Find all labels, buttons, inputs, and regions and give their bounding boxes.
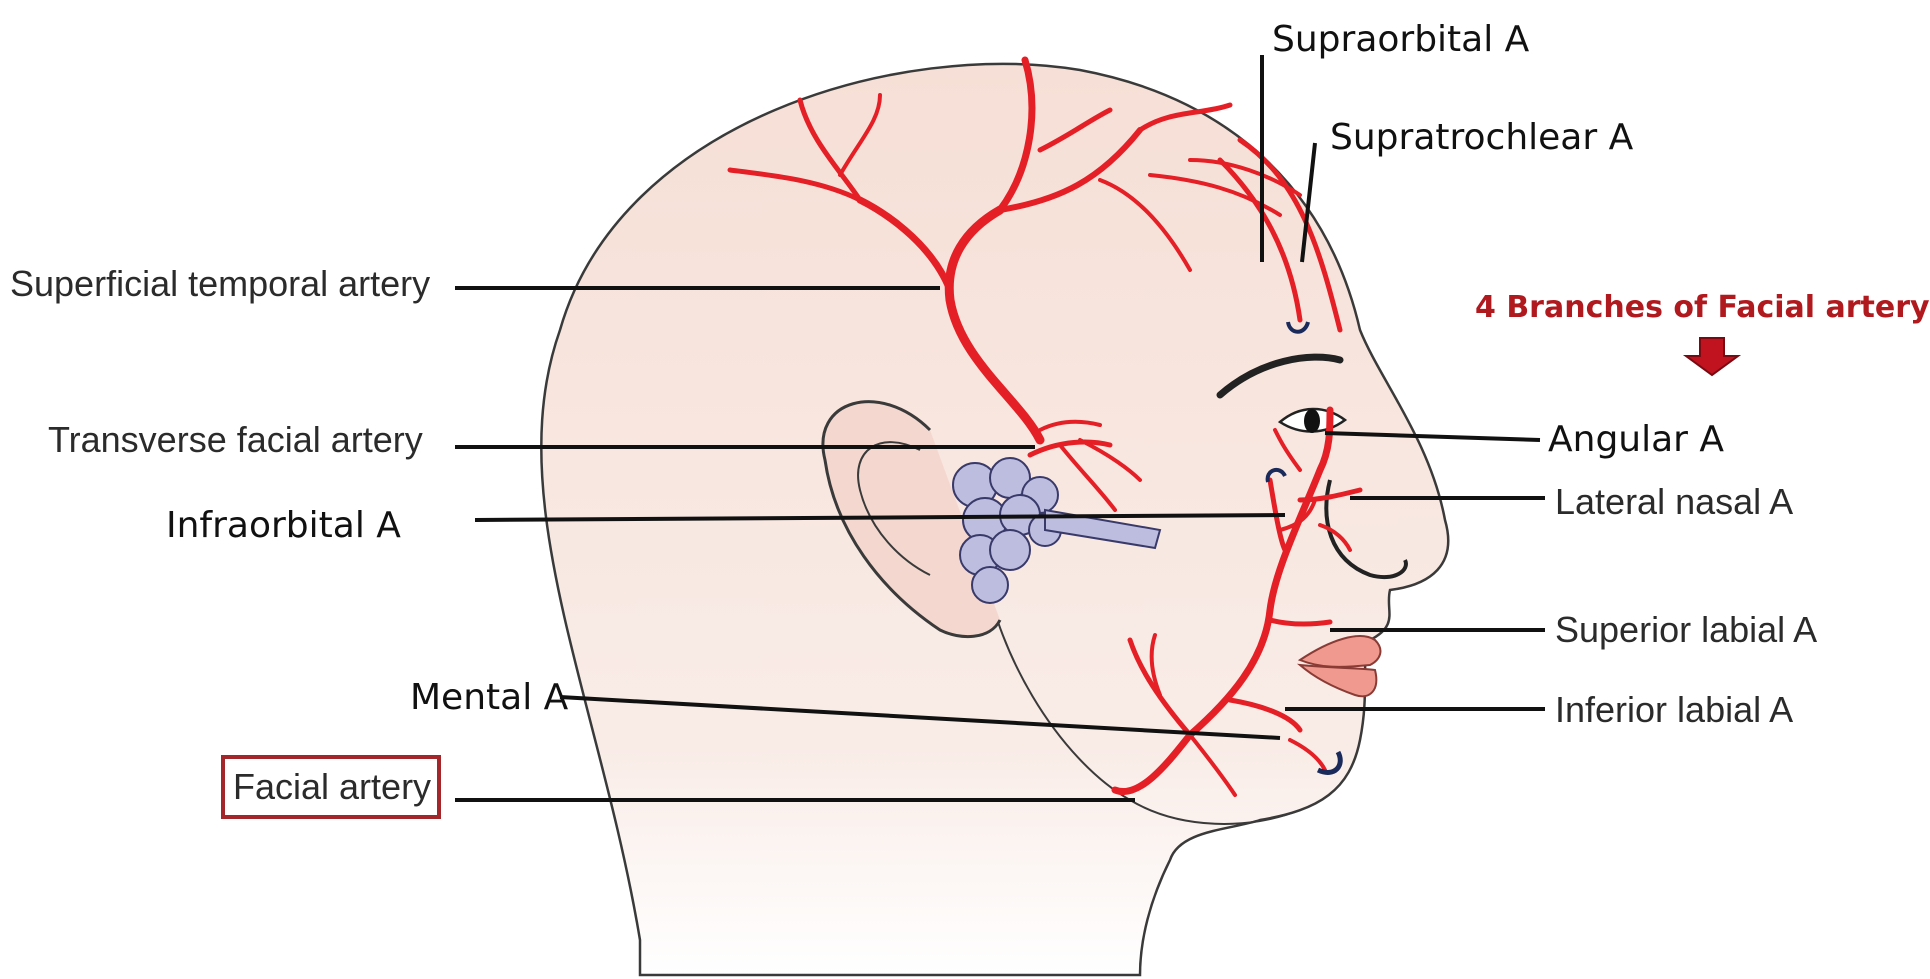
parotid-gland: [952, 457, 1162, 604]
ear-inner: [857, 441, 931, 576]
label-superior-labial: Superior labial A: [1555, 609, 1818, 650]
leader-mental: [559, 695, 1281, 740]
eyebrow: [1216, 353, 1344, 399]
supraorbital-foramen: [1286, 321, 1310, 334]
label-infraorbital: Infraorbital A: [166, 505, 401, 546]
label-transverse-facial-artery: Transverse facial artery: [48, 419, 423, 460]
label-mental: Mental A: [410, 677, 569, 718]
leader-angular: [1324, 431, 1541, 442]
eye-pupil: [1304, 409, 1320, 433]
label-supratrochlear: Supratrochlear A: [1330, 117, 1634, 158]
label-angular: Angular A: [1548, 419, 1725, 460]
label-supraorbital: Supraorbital A: [1272, 19, 1530, 60]
nose-outline: [1324, 479, 1408, 580]
label-superficial-temporal-artery: Superficial temporal artery: [10, 263, 431, 304]
down-arrow-icon: [1682, 337, 1742, 377]
leader-infraorbital: [474, 513, 1286, 522]
label-inferior-labial: Inferior labial A: [1555, 689, 1794, 730]
mental-foramen: [1316, 750, 1343, 775]
label-lateral-nasal: Lateral nasal A: [1555, 481, 1794, 522]
leader-supratrochlear: [1300, 142, 1317, 263]
label-facial-artery: Facial artery: [221, 755, 442, 819]
leader-lines: [455, 55, 1545, 802]
lower-lip: [1296, 663, 1378, 698]
branches-title: 4 Branches of Facial artery: [1475, 290, 1930, 325]
infraorbital-foramen: [1265, 467, 1287, 483]
